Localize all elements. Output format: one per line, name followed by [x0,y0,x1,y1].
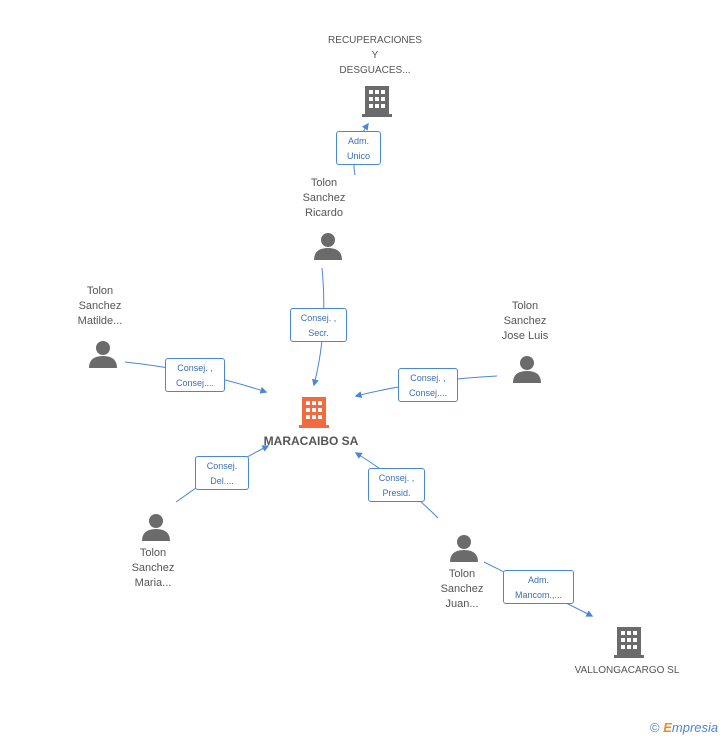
relation-line: Adm. [347,136,369,146]
relation-adm-mancom[interactable]: Adm. Mancom.,... [503,570,574,604]
label-line: Sanchez [440,583,484,595]
relation-joseluis-consej[interactable]: Consej. , Consej.... [398,368,458,402]
relation-line: Adm. [527,575,549,585]
relation-matilde-consej[interactable]: Consej. , Consej.... [165,358,225,392]
label-line: Matilde... [77,315,123,327]
label-line: Tolon [86,285,114,297]
label-line: Sanchez [503,315,547,327]
copyright-icon: © [650,720,660,735]
brand-name: mpresia [671,720,719,735]
person-icon[interactable] [141,512,171,542]
label-line: Maria... [134,577,172,589]
label-line: Tolon [139,547,167,559]
label-line: RECUPERACIONES [328,35,422,46]
label-line: DESGUACES... [339,65,411,76]
label-line: Ricardo [305,207,343,219]
relation-line: Consej. , [410,373,446,383]
relation-maria-consej-del[interactable]: Consej. Del.... [195,456,249,490]
relation-line: Consej. , [177,363,213,373]
relation-line: Consej. , [378,473,415,483]
company-recuperaciones-label[interactable]: RECUPERACIONES Y DESGUACES... [315,33,435,78]
label-line: Juan... [445,598,479,610]
relation-line: Consej. [206,461,238,471]
label-line: Tolon [511,300,539,312]
relation-line: Secr. [308,328,329,338]
person-icon[interactable] [512,354,542,384]
relation-line: Consej. , [300,313,337,323]
building-icon[interactable] [361,84,393,118]
center-company-label[interactable]: MARACAIBO SA [263,434,359,448]
person-juan-label[interactable]: Tolon Sanchez Juan... [422,567,502,612]
person-icon[interactable] [449,533,479,563]
brand-initial: E [663,720,672,735]
label-line: Jose Luis [501,330,549,342]
building-highlight-icon[interactable] [298,395,330,429]
relation-line: Mancom.,... [514,590,562,600]
person-matilde-label[interactable]: Tolon Sanchez Matilde... [60,284,140,329]
relation-line: Unico [346,151,370,161]
label-line: Tolon [310,177,338,189]
relation-line: Consej.... [175,378,215,388]
relation-line: Del.... [210,476,234,486]
relation-consej-secr[interactable]: Consej. , Secr. [290,308,347,342]
label-line: Sanchez [131,562,175,574]
relation-line: Presid. [382,488,411,498]
relation-juan-consej-presid[interactable]: Consej. , Presid. [368,468,425,502]
company-vallongacargo-label[interactable]: VALLONGACARGO SL [574,665,680,676]
footer-brand: © Empresia [650,720,718,735]
person-maria-label[interactable]: Tolon Sanchez Maria... [113,546,193,591]
person-icon[interactable] [313,231,343,261]
person-ricardo-label[interactable]: Tolon Sanchez Ricardo [284,176,364,221]
label-line: Tolon [448,568,476,580]
building-icon[interactable] [613,625,645,659]
label-line: Sanchez [78,300,122,312]
label-line: Y [371,50,379,61]
relation-adm-unico[interactable]: Adm. Unico [336,131,381,165]
person-joseluis-label[interactable]: Tolon Sanchez Jose Luis [485,299,565,344]
relation-line: Consej.... [408,388,448,398]
label-line: Sanchez [302,192,346,204]
person-icon[interactable] [88,339,118,369]
